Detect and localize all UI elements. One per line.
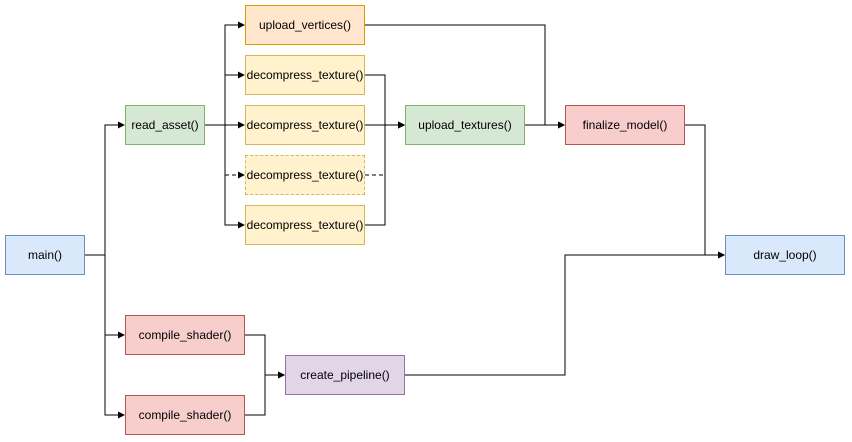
arrowhead-decompress-2 [238,121,245,129]
edge-compile-shader-2-to-create-pipeline [245,374,284,416]
node-decompress-texture-3[interactable]: decompress_texture() [245,155,365,195]
arrowhead-create-pipeline [278,371,285,379]
node-decompress-texture-1[interactable]: decompress_texture() [245,55,365,95]
node-upload-textures[interactable]: upload_textures() [405,105,525,145]
node-compile-shader-1[interactable]: compile_shader() [125,315,245,355]
edge-main-to-compile-shader-2 [85,254,124,416]
arrowhead-decompress-4 [238,221,245,229]
edge-read-asset-to-decompress-1 [205,74,244,126]
edge-finalize-model-to-draw-loop [685,124,724,256]
edge-decompress-1-to-upload-textures [365,74,404,126]
arrowhead-decompress-3 [238,171,245,179]
arrowhead-compile-shader-1 [118,331,125,339]
arrowhead-draw-loop [718,251,725,259]
node-upload-vertices[interactable]: upload_vertices() [245,5,365,45]
node-finalize-model[interactable]: finalize_model() [565,105,685,145]
node-create-pipeline[interactable]: create_pipeline() [285,355,405,395]
node-main[interactable]: main() [5,235,85,275]
node-compile-shader-2[interactable]: compile_shader() [125,395,245,435]
edge-read-asset-to-decompress-4 [205,124,244,226]
arrowhead-decompress-1 [238,71,245,79]
edge-decompress-4-to-upload-textures [365,124,404,226]
node-draw-loop[interactable]: draw_loop() [725,235,845,275]
arrowhead-finalize-model [558,121,565,129]
edge-compile-shader-1-to-create-pipeline [245,334,284,376]
arrowhead-compile-shader-2 [118,411,125,419]
node-read-asset[interactable]: read_asset() [125,105,205,145]
arrowhead-upload-textures [398,121,405,129]
node-decompress-texture-4[interactable]: decompress_texture() [245,205,365,245]
edge-main-to-read-asset [85,124,124,256]
arrowhead-read-asset [118,121,125,129]
arrowhead-upload-vertices [238,21,245,29]
node-decompress-texture-2[interactable]: decompress_texture() [245,105,365,145]
edge-create-pipeline-to-draw-loop [405,254,724,376]
